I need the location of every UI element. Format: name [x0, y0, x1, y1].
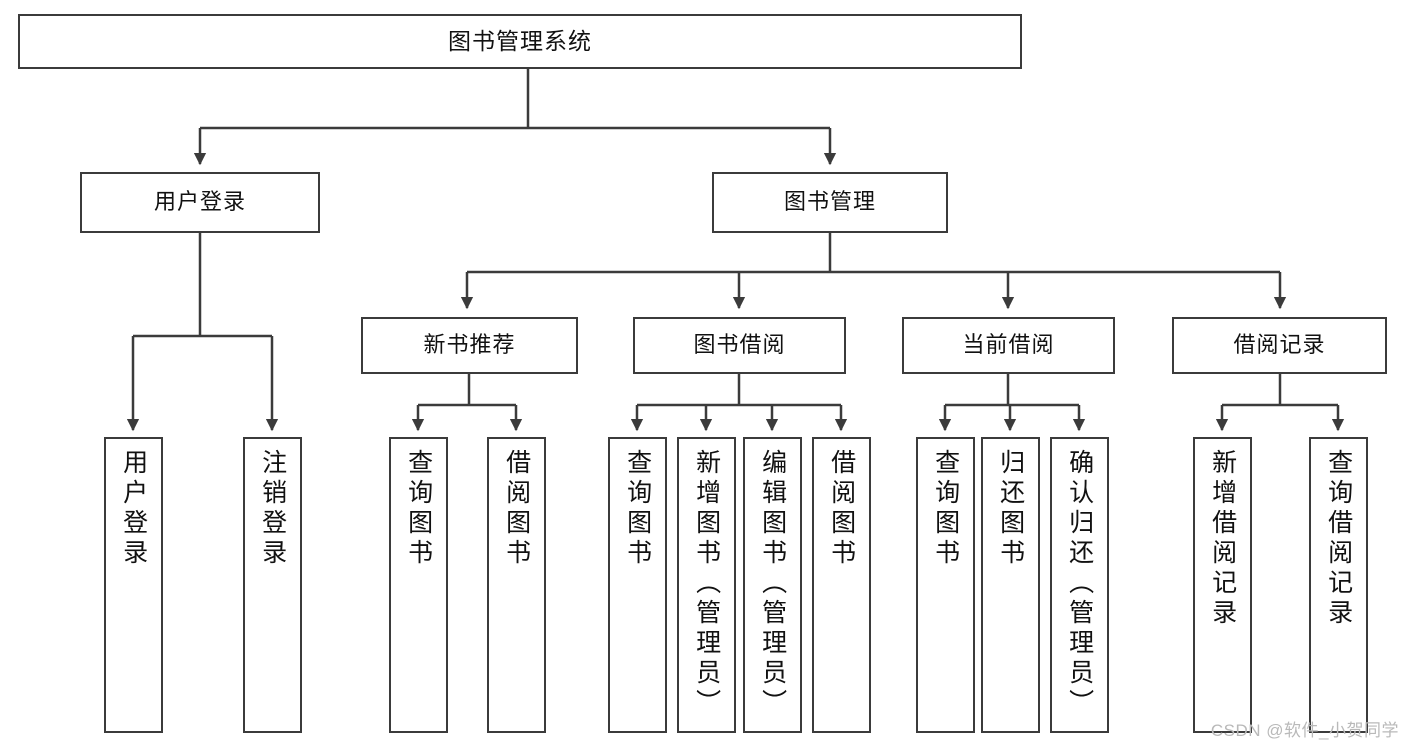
node-root-label: 图书管理系统	[448, 27, 592, 54]
node-leaf-logout-login-label: 注销登录	[258, 449, 287, 569]
node-leaf-borrow-book-1[interactable]: 借阅图书	[487, 437, 546, 733]
node-current-borrow-label: 当前借阅	[962, 332, 1055, 358]
csdn-watermark: CSDN @软件_小贺同学	[1210, 721, 1399, 740]
node-leaf-edit-book-admin-label: 编辑图书（管理员）	[758, 449, 787, 719]
node-leaf-add-borrow-record[interactable]: 新增借阅记录	[1193, 437, 1252, 733]
node-leaf-borrow-book-1-label: 借阅图书	[502, 449, 531, 569]
node-leaf-add-book-admin[interactable]: 新增图书（管理员）	[677, 437, 736, 733]
node-leaf-add-book-admin-label: 新增图书（管理员）	[692, 449, 721, 719]
node-current-borrow[interactable]: 当前借阅	[902, 317, 1115, 374]
node-leaf-return-book-label: 归还图书	[996, 449, 1025, 569]
node-new-book-recommend-label: 新书推荐	[423, 332, 516, 358]
node-root[interactable]: 图书管理系统	[18, 14, 1022, 69]
node-leaf-query-book-2[interactable]: 查询图书	[608, 437, 667, 733]
node-book-management-label: 图书管理	[783, 189, 876, 215]
node-borrow-record-label: 借阅记录	[1233, 332, 1326, 358]
node-leaf-query-book-3[interactable]: 查询图书	[916, 437, 975, 733]
node-leaf-query-borrow-record[interactable]: 查询借阅记录	[1309, 437, 1368, 733]
node-leaf-user-login[interactable]: 用户登录	[104, 437, 163, 733]
node-new-book-recommend[interactable]: 新书推荐	[361, 317, 578, 374]
node-leaf-borrow-book-2-label: 借阅图书	[827, 449, 856, 569]
node-leaf-query-book-3-label: 查询图书	[931, 449, 960, 569]
node-book-borrow[interactable]: 图书借阅	[633, 317, 846, 374]
node-leaf-borrow-book-2[interactable]: 借阅图书	[812, 437, 871, 733]
node-leaf-confirm-return-admin[interactable]: 确认归还（管理员）	[1050, 437, 1109, 733]
node-leaf-query-book-1[interactable]: 查询图书	[389, 437, 448, 733]
node-leaf-query-book-2-label: 查询图书	[623, 449, 652, 569]
node-borrow-record[interactable]: 借阅记录	[1172, 317, 1387, 374]
node-leaf-edit-book-admin[interactable]: 编辑图书（管理员）	[743, 437, 802, 733]
node-leaf-confirm-return-admin-label: 确认归还（管理员）	[1065, 449, 1094, 719]
node-book-management[interactable]: 图书管理	[712, 172, 948, 233]
node-leaf-user-login-label: 用户登录	[119, 449, 148, 569]
node-leaf-logout-login[interactable]: 注销登录	[243, 437, 302, 733]
node-book-borrow-label: 图书借阅	[693, 332, 786, 358]
node-leaf-query-borrow-record-label: 查询借阅记录	[1324, 449, 1353, 629]
node-leaf-return-book[interactable]: 归还图书	[981, 437, 1040, 733]
node-user-login[interactable]: 用户登录	[80, 172, 320, 233]
node-user-login-label: 用户登录	[153, 189, 246, 215]
node-leaf-add-borrow-record-label: 新增借阅记录	[1208, 449, 1237, 629]
node-leaf-query-book-1-label: 查询图书	[404, 449, 433, 569]
